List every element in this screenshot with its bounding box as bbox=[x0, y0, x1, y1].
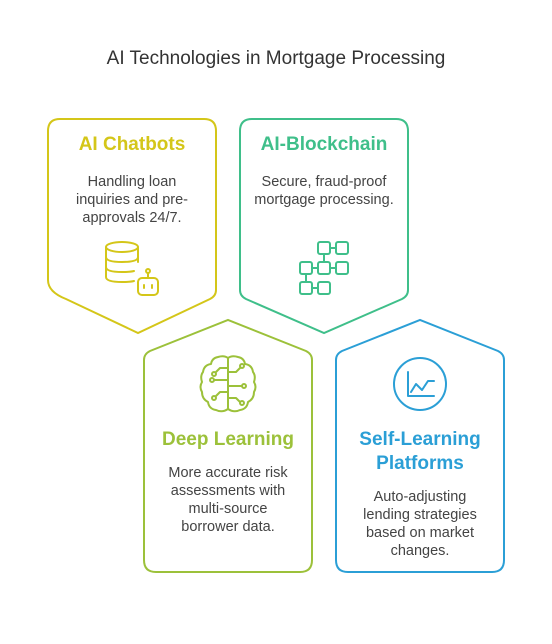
card-ai-chatbots-title: AI Chatbots bbox=[78, 134, 186, 155]
card-ai-blockchain-description: Secure, fraud-proof mortgage processing. bbox=[254, 174, 394, 208]
card-deep-learning-description: More accurate risk assessments with mult… bbox=[168, 465, 288, 535]
chart-trend-icon bbox=[393, 357, 447, 411]
card-ai-blockchain-shape bbox=[239, 118, 409, 335]
diagram-title: AI Technologies in Mortgage Processing bbox=[106, 48, 446, 69]
card-self-learning-description: Auto-adjusting lending strategies based … bbox=[363, 489, 477, 559]
card-ai-blockchain-title: AI-Blockchain bbox=[260, 134, 388, 155]
card-self-learning-shape bbox=[335, 318, 505, 573]
card-self-learning-title: Self-Learning Platforms bbox=[359, 429, 481, 474]
card-ai-chatbots-shape bbox=[47, 118, 217, 335]
card-ai-chatbots-description: Handling loan inquiries and pre-approval… bbox=[75, 174, 189, 226]
card-deep-learning-shape bbox=[143, 318, 313, 573]
blockchain-icon bbox=[299, 241, 349, 295]
card-deep-learning-title: Deep Learning bbox=[162, 429, 294, 450]
brain-circuit-icon bbox=[199, 355, 257, 413]
database-bot-icon bbox=[105, 241, 159, 296]
